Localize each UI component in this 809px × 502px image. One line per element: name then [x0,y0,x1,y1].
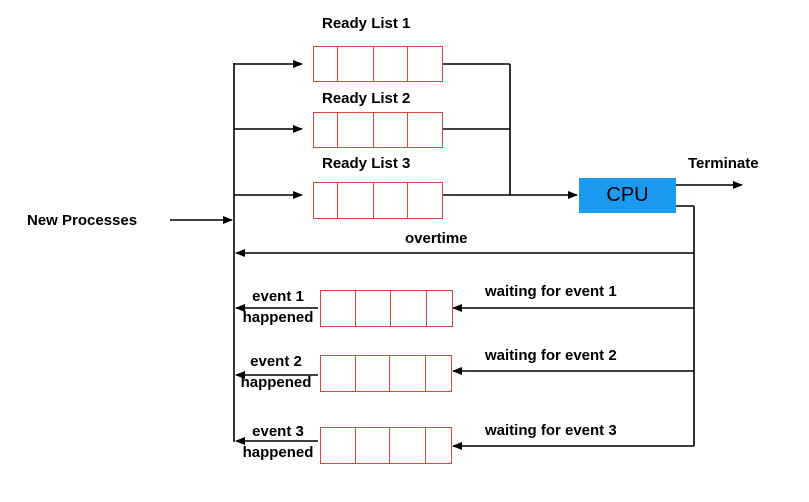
queue-slot [390,428,427,463]
ready-list-1-label: Ready List 1 [322,15,411,32]
queue-slot [426,356,451,391]
event-1-wait-queue [320,290,453,327]
queue-slot [390,356,427,391]
queue-slot [374,113,409,147]
event-1-happened-line1: event 1 [252,288,304,305]
queue-slot [374,183,409,218]
waiting-event-3-label: waiting for event 3 [485,422,617,439]
event-3-happened-line2: happened [242,444,314,461]
event-1-happened-line2: happened [242,309,314,326]
waiting-event-1-label: waiting for event 1 [485,283,617,300]
ready-list-1-queue [313,46,443,82]
queue-slot [314,47,338,81]
event-2-happened-line2: happened [240,374,312,391]
queue-slot [338,47,374,81]
event-2-happened-line1: event 2 [250,353,302,370]
event-2-wait-queue [320,355,452,392]
queue-slot [321,291,356,326]
overtime-label: overtime [405,230,468,247]
new-processes-label: New Processes [27,212,138,229]
queue-slot [408,183,442,218]
queue-slot [426,428,451,463]
queue-slot [314,183,338,218]
waiting-event-2-label: waiting for event 2 [485,347,617,364]
ready-list-3-label: Ready List 3 [322,155,411,172]
terminate-label: Terminate [688,155,759,172]
cpu-box: CPU [579,178,676,213]
queue-slot [338,183,374,218]
queue-slot [374,47,409,81]
queue-slot [321,428,356,463]
queue-slot [356,356,391,391]
queue-slot [427,291,452,326]
queue-slot [356,291,392,326]
ready-list-2-label: Ready List 2 [322,90,411,107]
queue-slot [338,113,374,147]
queue-slot [356,428,391,463]
queue-slot [391,291,428,326]
queue-slot [408,47,442,81]
queue-slot [408,113,442,147]
event-3-happened-line1: event 3 [252,423,304,440]
event-3-wait-queue [320,427,452,464]
queue-slot [314,113,338,147]
ready-list-3-queue [313,182,443,219]
ready-list-2-queue [313,112,443,148]
queue-slot [321,356,356,391]
